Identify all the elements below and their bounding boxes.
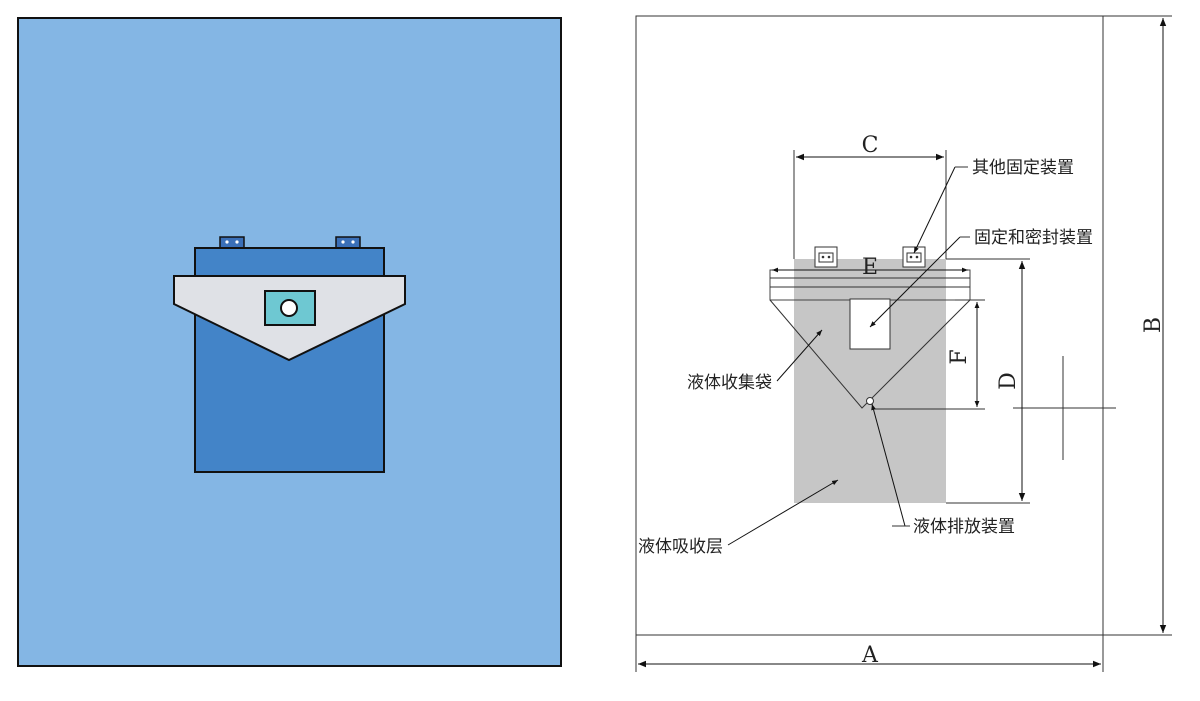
drape-illustration bbox=[17, 17, 562, 667]
callout-absorb-layer: 液体吸收层 bbox=[638, 479, 839, 557]
center-mark bbox=[1013, 356, 1116, 460]
callout-other-fixing-label: 其他固定装置 bbox=[972, 158, 1074, 178]
callout-absorb-layer-label: 液体吸收层 bbox=[638, 537, 723, 557]
other-fixing-tab-right bbox=[902, 246, 926, 268]
callout-fixing-sealing: 固定和密封装置 bbox=[869, 228, 1093, 328]
sealing-device bbox=[849, 298, 891, 350]
callout-collection-bag-label: 液体收集袋 bbox=[687, 373, 772, 393]
dimension-d-label: D bbox=[996, 372, 1021, 390]
dimension-f: F bbox=[875, 299, 985, 410]
dimension-f-label: F bbox=[947, 349, 972, 364]
drape-outline bbox=[635, 15, 1104, 636]
drain-port bbox=[280, 299, 298, 317]
callout-drain: 液体排放装置 bbox=[871, 403, 1015, 537]
callout-other-fixing: 其他固定装置 bbox=[913, 158, 1074, 254]
fixing-tab-right bbox=[335, 236, 361, 249]
dimension-d: D bbox=[946, 258, 1030, 504]
dimension-c-label: C bbox=[862, 133, 879, 158]
callout-drain-label: 液体排放装置 bbox=[913, 517, 1015, 537]
technical-drawing: C E F D B bbox=[635, 15, 1172, 672]
fixing-tab-left bbox=[219, 236, 245, 249]
callout-fixing-sealing-label: 固定和密封装置 bbox=[974, 228, 1093, 248]
other-fixing-tab-left bbox=[814, 246, 838, 268]
absorb-layer bbox=[794, 259, 946, 503]
dimension-e: E bbox=[772, 255, 968, 280]
dimension-b: B bbox=[1103, 15, 1172, 636]
bag-outline bbox=[769, 299, 971, 409]
dimension-a-label: A bbox=[861, 643, 879, 668]
drain-device bbox=[866, 397, 874, 405]
dimension-a: A bbox=[635, 635, 1104, 672]
callout-collection-bag: 液体收集袋 bbox=[687, 329, 823, 393]
dimension-e-label: E bbox=[862, 255, 878, 280]
dimension-b-label: B bbox=[1141, 317, 1166, 333]
dimension-c: C bbox=[793, 133, 947, 259]
